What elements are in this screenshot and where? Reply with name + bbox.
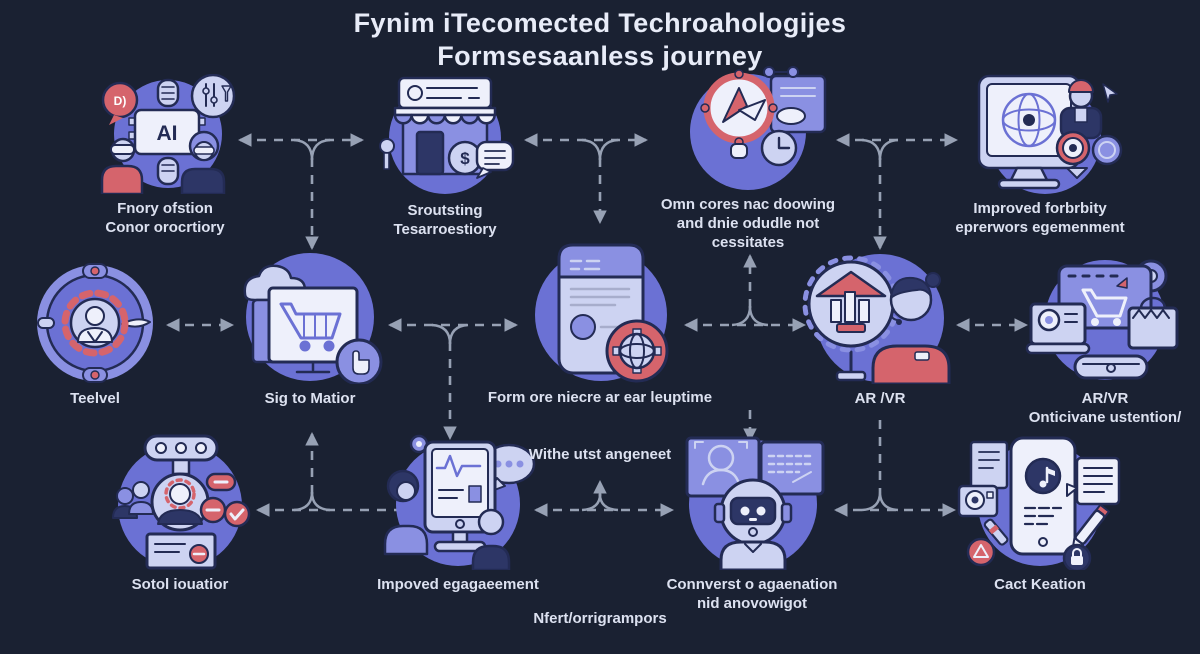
footer-note: Nfert/orrigrampors [533, 610, 667, 627]
node-social-automation: Sotol iouatior [65, 434, 295, 594]
automation-machine-icon [112, 434, 251, 570]
node-online-shopping: Sig to Matior [210, 250, 410, 408]
node-mobile-app: Form ore niecre ar ear leuptime [470, 243, 730, 407]
node-ar-vr-agent: AR /VR [775, 248, 985, 408]
agent-badge-icon [802, 254, 951, 384]
monitor-globe-icon [977, 74, 1123, 194]
row2-connectors [165, 253, 1029, 443]
node-label: Sig to Matior [264, 390, 356, 407]
center-note: Withe utst angeneet [528, 446, 672, 463]
commerce-devices-icon [1025, 259, 1179, 380]
cart-screen-icon [243, 253, 383, 384]
node-automation-badge: Teelvel [10, 262, 180, 408]
page-title: Fynim iTecomected Techroahologijes Forms… [0, 7, 1200, 73]
engagement-monitor-icon [383, 434, 536, 570]
node-label: Sotol iouatior [131, 576, 229, 593]
phone-globe-icon [534, 243, 668, 383]
row3-connectors [255, 420, 957, 517]
node-label: Teelvel [70, 390, 120, 407]
ai-chip-icon: AI D) [100, 74, 236, 194]
speech-bubble-label: D) [114, 94, 127, 108]
node-label: Cact Keation [994, 576, 1086, 593]
chatbot-icon [685, 436, 824, 570]
compass-clock-icon [690, 66, 827, 190]
gear-person-badge-icon [37, 263, 153, 383]
node-label: Impoved egagaeement [377, 576, 539, 593]
storefront-icon: $ [379, 76, 515, 194]
coin-label: $ [460, 149, 470, 168]
title-line-1: Fynim iTecomected Techroahologijes [353, 8, 847, 38]
node-content-creation: Cact Keation [930, 434, 1150, 594]
ai-chip-label: AI [157, 122, 178, 145]
row1-connectors [237, 133, 959, 251]
node-label: AR /VR [854, 390, 906, 407]
title-line-2: Formsesaanless journey [437, 41, 763, 71]
node-label: Form ore niecre ar ear leuptime [487, 389, 713, 406]
node-engagement-screen: Impoved egagaeement [338, 434, 578, 594]
content-phone-icon [957, 436, 1121, 570]
